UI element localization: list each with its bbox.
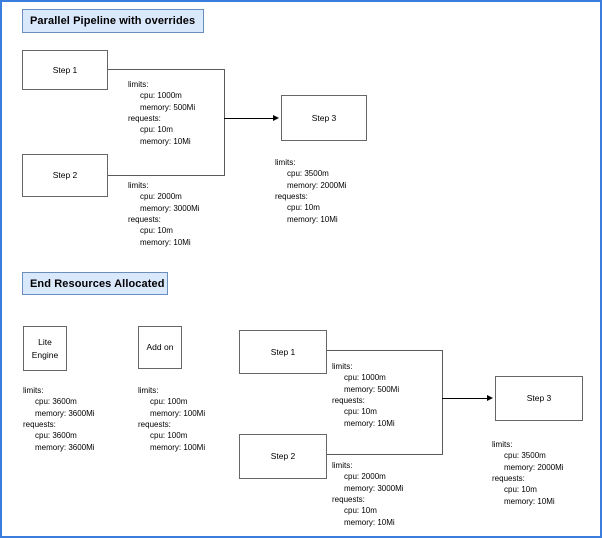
limits-memory: memory: 2000Mi bbox=[504, 462, 564, 472]
requests-memory: memory: 3600Mi bbox=[35, 442, 95, 452]
arrowhead-bottom-step3 bbox=[487, 395, 493, 401]
node-bottom-step1-label: Step 1 bbox=[270, 346, 296, 357]
limits-label: limits: bbox=[138, 386, 159, 395]
node-top-step1-label: Step 1 bbox=[52, 64, 78, 75]
limits-memory: memory: 3000Mi bbox=[344, 483, 404, 493]
requests-memory: memory: 10Mi bbox=[344, 517, 395, 527]
section-banner-parallel-pipeline-label: Parallel Pipeline with overrides bbox=[30, 15, 196, 27]
limits-label: limits: bbox=[275, 158, 296, 167]
section-banner-parallel-pipeline: Parallel Pipeline with overrides bbox=[22, 9, 204, 33]
node-bottom-step3[interactable]: Step 3 bbox=[495, 376, 583, 421]
requests-memory: memory: 10Mi bbox=[344, 418, 395, 428]
node-top-step3-label: Step 3 bbox=[311, 112, 337, 123]
limits-label: limits: bbox=[332, 362, 353, 371]
limits-cpu: cpu: 2000m bbox=[140, 192, 182, 202]
limits-cpu: cpu: 3600m bbox=[35, 397, 77, 407]
node-bottom-lite-engine[interactable]: Lite Engine bbox=[23, 326, 67, 371]
requests-memory: memory: 100Mi bbox=[150, 442, 206, 452]
section-banner-end-resources: End Resources Allocated bbox=[22, 272, 168, 295]
requests-label: requests: bbox=[128, 215, 161, 225]
resources-bottom-step2: limits: cpu: 2000m memory: 3000Mi reques… bbox=[332, 460, 404, 528]
resources-top-step1: limits: cpu: 1000m memory: 500Mi request… bbox=[128, 79, 195, 147]
requests-cpu: cpu: 100m bbox=[150, 431, 188, 441]
requests-label: requests: bbox=[275, 192, 308, 202]
limits-cpu: cpu: 2000m bbox=[344, 472, 386, 482]
requests-cpu: cpu: 10m bbox=[287, 203, 320, 213]
requests-cpu: cpu: 10m bbox=[344, 506, 377, 516]
edge-bottom-merge-vertical bbox=[442, 350, 443, 455]
resources-top-step3: limits: cpu: 3500m memory: 2000Mi reques… bbox=[275, 157, 347, 225]
section-banner-end-resources-label: End Resources Allocated bbox=[30, 277, 165, 290]
edge-top-merge-to-step3 bbox=[224, 118, 274, 119]
node-top-step2-label: Step 2 bbox=[52, 170, 78, 181]
node-bottom-lite-engine-label-line1: Lite bbox=[38, 337, 52, 348]
edge-bottom-merge-to-step3 bbox=[442, 398, 488, 399]
limits-memory: memory: 500Mi bbox=[344, 384, 400, 394]
arrowhead-top-step3 bbox=[273, 115, 279, 121]
requests-cpu: cpu: 10m bbox=[504, 485, 537, 495]
node-top-step2[interactable]: Step 2 bbox=[22, 154, 108, 197]
edge-top-step1-horizontal bbox=[107, 69, 225, 70]
limits-label: limits: bbox=[128, 80, 149, 89]
limits-memory: memory: 100Mi bbox=[150, 408, 206, 418]
edge-top-step2-horizontal bbox=[107, 175, 225, 176]
node-bottom-add-on[interactable]: Add on bbox=[138, 326, 182, 369]
limits-label: limits: bbox=[492, 440, 513, 449]
node-top-step1[interactable]: Step 1 bbox=[22, 50, 108, 90]
limits-label: limits: bbox=[332, 461, 353, 470]
node-bottom-step1[interactable]: Step 1 bbox=[239, 330, 327, 374]
resources-bottom-add-on: limits: cpu: 100m memory: 100Mi requests… bbox=[138, 385, 205, 453]
requests-memory: memory: 10Mi bbox=[504, 496, 555, 506]
requests-cpu: cpu: 10m bbox=[140, 125, 173, 135]
limits-memory: memory: 2000Mi bbox=[287, 180, 347, 190]
resources-bottom-lite-engine: limits: cpu: 3600m memory: 3600Mi reques… bbox=[23, 385, 95, 453]
limits-cpu: cpu: 3500m bbox=[504, 451, 546, 461]
requests-cpu: cpu: 3600m bbox=[35, 431, 77, 441]
requests-label: requests: bbox=[23, 420, 56, 430]
edge-top-merge-vertical bbox=[224, 69, 225, 176]
node-top-step3[interactable]: Step 3 bbox=[281, 95, 367, 141]
limits-cpu: cpu: 1000m bbox=[140, 91, 182, 101]
limits-memory: memory: 3000Mi bbox=[140, 203, 200, 213]
requests-label: requests: bbox=[332, 396, 365, 406]
resources-bottom-step1: limits: cpu: 1000m memory: 500Mi request… bbox=[332, 361, 399, 429]
node-bottom-step3-label: Step 3 bbox=[526, 393, 552, 404]
limits-memory: memory: 500Mi bbox=[140, 102, 196, 112]
node-bottom-step2-label: Step 2 bbox=[270, 451, 296, 462]
limits-cpu: cpu: 1000m bbox=[344, 373, 386, 383]
limits-memory: memory: 3600Mi bbox=[35, 408, 95, 418]
resources-top-step2: limits: cpu: 2000m memory: 3000Mi reques… bbox=[128, 180, 200, 248]
limits-label: limits: bbox=[128, 181, 149, 190]
limits-cpu: cpu: 100m bbox=[150, 397, 188, 407]
requests-memory: memory: 10Mi bbox=[140, 237, 191, 247]
requests-label: requests: bbox=[128, 114, 161, 124]
edge-bottom-step1-horizontal bbox=[327, 350, 443, 351]
requests-label: requests: bbox=[492, 474, 525, 484]
requests-label: requests: bbox=[138, 420, 171, 430]
node-bottom-lite-engine-label-line2: Engine bbox=[31, 349, 59, 360]
requests-label: requests: bbox=[332, 495, 365, 505]
resources-bottom-step3: limits: cpu: 3500m memory: 2000Mi reques… bbox=[492, 439, 564, 507]
requests-cpu: cpu: 10m bbox=[344, 407, 377, 417]
requests-memory: memory: 10Mi bbox=[140, 136, 191, 146]
node-bottom-step2[interactable]: Step 2 bbox=[239, 434, 327, 479]
node-bottom-add-on-label: Add on bbox=[146, 342, 174, 353]
edge-bottom-step2-horizontal bbox=[327, 454, 443, 455]
requests-cpu: cpu: 10m bbox=[140, 226, 173, 236]
limits-cpu: cpu: 3500m bbox=[287, 169, 329, 179]
requests-memory: memory: 10Mi bbox=[287, 214, 338, 224]
limits-label: limits: bbox=[23, 386, 44, 395]
